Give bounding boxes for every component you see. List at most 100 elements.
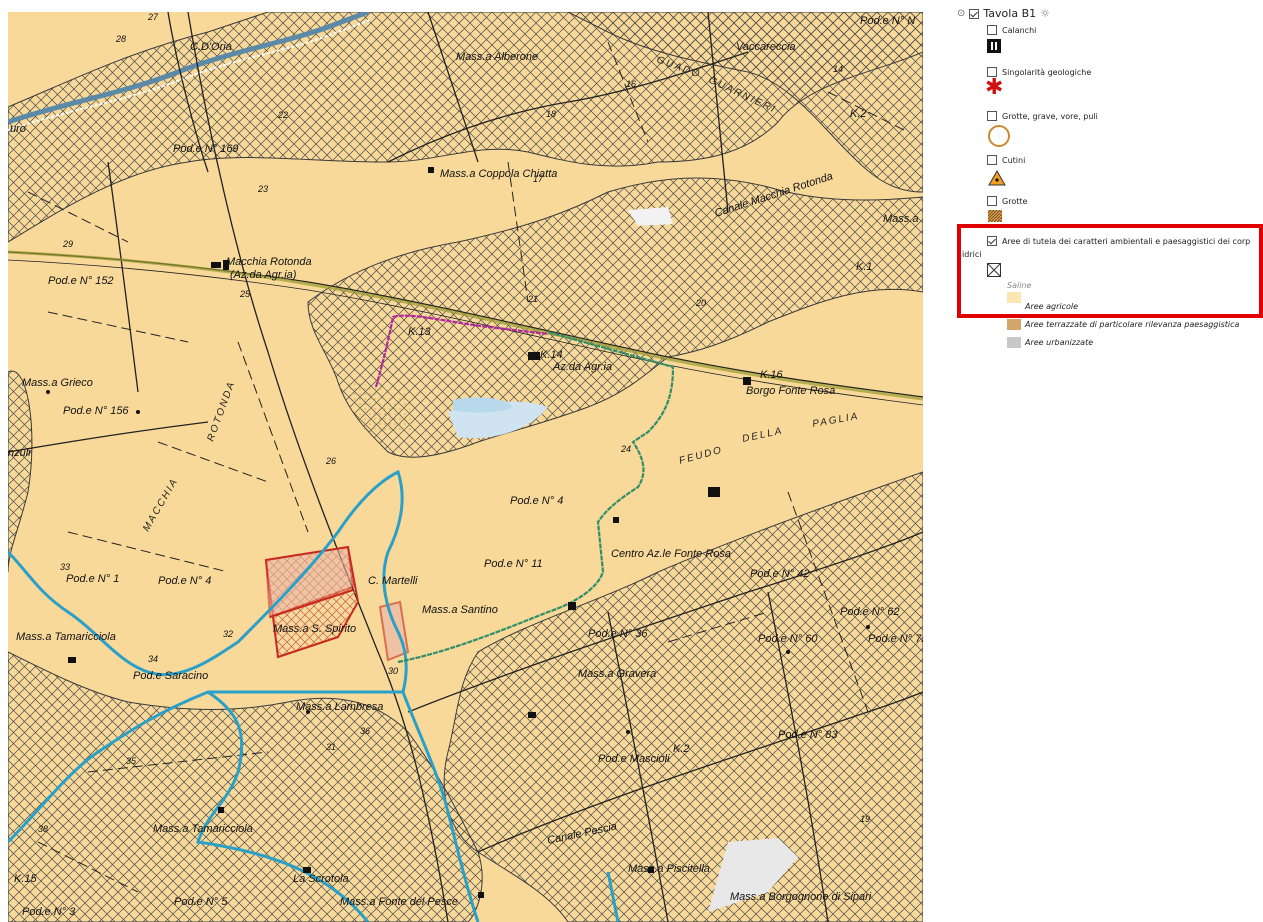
place-labels: C.D'Oria Mass.a Alberone Vaccareccia GUA…: [8, 15, 923, 918]
layer-label-grotte: Grotte: [1002, 196, 1028, 206]
layer-group-row[interactable]: ⊙ Tavola B1 ☼: [957, 7, 1050, 20]
layer-item-grotte[interactable]: Grotte: [987, 196, 1027, 206]
calanchi-symbol-icon: [987, 39, 1001, 53]
svg-text:K.13: K.13: [408, 326, 432, 338]
layer-label-grotte-grave: Grotte, grave, vore, puli: [1002, 111, 1098, 121]
layer-checkbox-grotte-grave[interactable]: [987, 111, 997, 121]
svg-text:22: 22: [277, 110, 288, 120]
layer-item-aree-tutela[interactable]: Aree di tutela dei caratteri ambientali …: [987, 236, 1250, 246]
label-macchia-rotonda: Macchia Rotonda: [226, 256, 312, 268]
svg-text:Mass.a Lambresa: Mass.a Lambresa: [296, 701, 383, 713]
spot-heights: 27 28 22 23 29 20 18 16 14 17 21 24 25 2…: [38, 12, 870, 834]
label-pod-156: Pod.e N° 156: [63, 405, 129, 417]
layer-checkbox-grotte[interactable]: [987, 196, 997, 206]
svg-text:K.14: K.14: [540, 349, 563, 361]
sublegend-aree-terrazzate: Aree terrazzate di particolare rilevanza…: [1025, 320, 1240, 329]
svg-text:Az.da Agr.ia: Az.da Agr.ia: [552, 361, 612, 373]
layer-checkbox-cutini[interactable]: [987, 155, 997, 165]
layer-group-label: Tavola B1: [983, 7, 1037, 20]
svg-text:K.15: K.15: [14, 873, 38, 885]
label-borgo-fonte-rosa: Borgo Fonte Rosa: [746, 385, 835, 397]
svg-text:24: 24: [620, 444, 631, 454]
layer-item-singolarita[interactable]: Singolarità geologiche: [987, 67, 1091, 77]
svg-text:Pod.e N° 4: Pod.e N° 4: [510, 495, 563, 507]
green-route: [397, 330, 675, 664]
svg-text:32: 32: [223, 629, 233, 639]
svg-text:Mass.a Santino: Mass.a Santino: [422, 604, 498, 616]
svg-text:25: 25: [239, 289, 251, 299]
layer-label-calanchi: Calanchi: [1002, 25, 1037, 35]
urban-area: [708, 838, 798, 912]
collapse-arrow-icon[interactable]: ⊙: [957, 8, 966, 19]
label-vaccareccia: Vaccareccia: [736, 41, 796, 53]
layer-label-aree-tutela: Aree di tutela dei caratteri ambientali …: [1002, 236, 1251, 246]
swatch-aree-terrazzate: [1007, 319, 1021, 330]
layer-item-grotte-grave[interactable]: Grotte, grave, vore, puli: [987, 111, 1098, 121]
label-cdoria: C.D'Oria: [190, 41, 232, 53]
svg-text:Pod.e N° 83: Pod.e N° 83: [778, 729, 838, 741]
label-grieco: Mass.a Grieco: [22, 377, 93, 389]
layer-checkbox-calanchi[interactable]: [987, 25, 997, 35]
building-marks: [46, 167, 870, 898]
svg-text:Mass.a Fonte del Pesce: Mass.a Fonte del Pesce: [340, 896, 458, 908]
svg-text:(Az.da Agr.ia): (Az.da Agr.ia): [230, 269, 297, 281]
svg-text:30: 30: [388, 666, 398, 676]
orange-triangle-icon: [988, 170, 1006, 186]
parcels-red: [264, 545, 410, 662]
svg-text:16: 16: [626, 79, 636, 89]
svg-text:23: 23: [257, 184, 268, 194]
magenta-route: [374, 314, 549, 388]
saline-area: [628, 207, 673, 226]
sublegend-aree-agricole: Aree agricole: [1025, 302, 1079, 311]
svg-text:36: 36: [360, 726, 370, 736]
layer-item-calanchi[interactable]: Calanchi: [987, 25, 1036, 35]
svg-text:Pod.e N° 60: Pod.e N° 60: [758, 633, 818, 645]
svg-text:Pod.e N° 72: Pod.e N° 72: [868, 633, 923, 645]
svg-text:Mass.a Tamaricciola: Mass.a Tamaricciola: [16, 631, 116, 643]
svg-text:28: 28: [115, 34, 126, 44]
svg-text:Pod.e N° 62: Pod.e N° 62: [840, 606, 899, 618]
crosshatch-square-icon: [987, 263, 1001, 277]
layer-label-singolarita: Singolarità geologiche: [1002, 67, 1092, 77]
map-view[interactable]: C.D'Oria Mass.a Alberone Vaccareccia GUA…: [8, 12, 923, 922]
svg-text:17: 17: [533, 174, 544, 184]
label-centro-fonte-rosa: Centro Az.le Fonte Rosa: [611, 548, 731, 560]
svg-text:29: 29: [62, 239, 73, 249]
sublegend-aree-urbanizzate: Aree urbanizzate: [1025, 338, 1094, 347]
svg-text:Mass.a Gravera: Mass.a Gravera: [578, 668, 656, 680]
layer-group-checkbox[interactable]: [969, 8, 980, 19]
svg-text:Mass.a S. Spirito: Mass.a S. Spirito: [273, 623, 356, 635]
svg-text:27: 27: [147, 12, 159, 22]
svg-text:Mass.a: Mass.a: [883, 213, 918, 225]
layer-checkbox-singolarita[interactable]: [987, 67, 997, 77]
svg-text:19: 19: [860, 814, 870, 824]
layer-item-cutini[interactable]: Cutini: [987, 155, 1025, 165]
swatch-aree-urbanizzate: [1007, 337, 1021, 348]
svg-text:Pod.e N° 4: Pod.e N° 4: [158, 575, 211, 587]
sun-icon: ☼: [1040, 7, 1050, 20]
layer-label-aree-tutela-cont: idrici: [962, 250, 982, 259]
svg-text:21: 21: [527, 294, 538, 304]
hatched-square-icon: [988, 210, 1002, 222]
svg-text:35: 35: [126, 756, 137, 766]
svg-text:Mass.a Tamaricciola: Mass.a Tamaricciola: [153, 823, 253, 835]
svg-text:nzuli: nzuli: [8, 447, 31, 459]
svg-text:Mass.a Borgognone di Sipari: Mass.a Borgognone di Sipari: [730, 891, 872, 903]
layer-checkbox-aree-tutela[interactable]: [987, 236, 997, 246]
svg-text:Pod.e Mascioli: Pod.e Mascioli: [598, 753, 670, 765]
label-coppola: Mass.a Coppola Chiatta: [440, 168, 557, 180]
svg-text:Pod.e Saracino: Pod.e Saracino: [133, 670, 208, 682]
svg-text:Pod.e N° N: Pod.e N° N: [860, 15, 915, 27]
svg-text:26: 26: [325, 456, 336, 466]
svg-text:Pod.e N° 1: Pod.e N° 1: [66, 573, 119, 585]
svg-text:K.16: K.16: [760, 369, 784, 381]
svg-text:K.2: K.2: [673, 743, 690, 755]
label-pod-169: Pod.e N° 169: [173, 143, 239, 155]
svg-text:14: 14: [833, 64, 843, 74]
label-c-martelli: C. Martelli: [368, 575, 418, 587]
label-alberone: Mass.a Alberone: [456, 51, 538, 63]
sublegend-saline: Saline: [1007, 281, 1032, 290]
brown-circle-icon: [988, 125, 1010, 147]
blue-boundary: [8, 469, 620, 922]
svg-text:Pod.e N° 11: Pod.e N° 11: [484, 558, 543, 570]
